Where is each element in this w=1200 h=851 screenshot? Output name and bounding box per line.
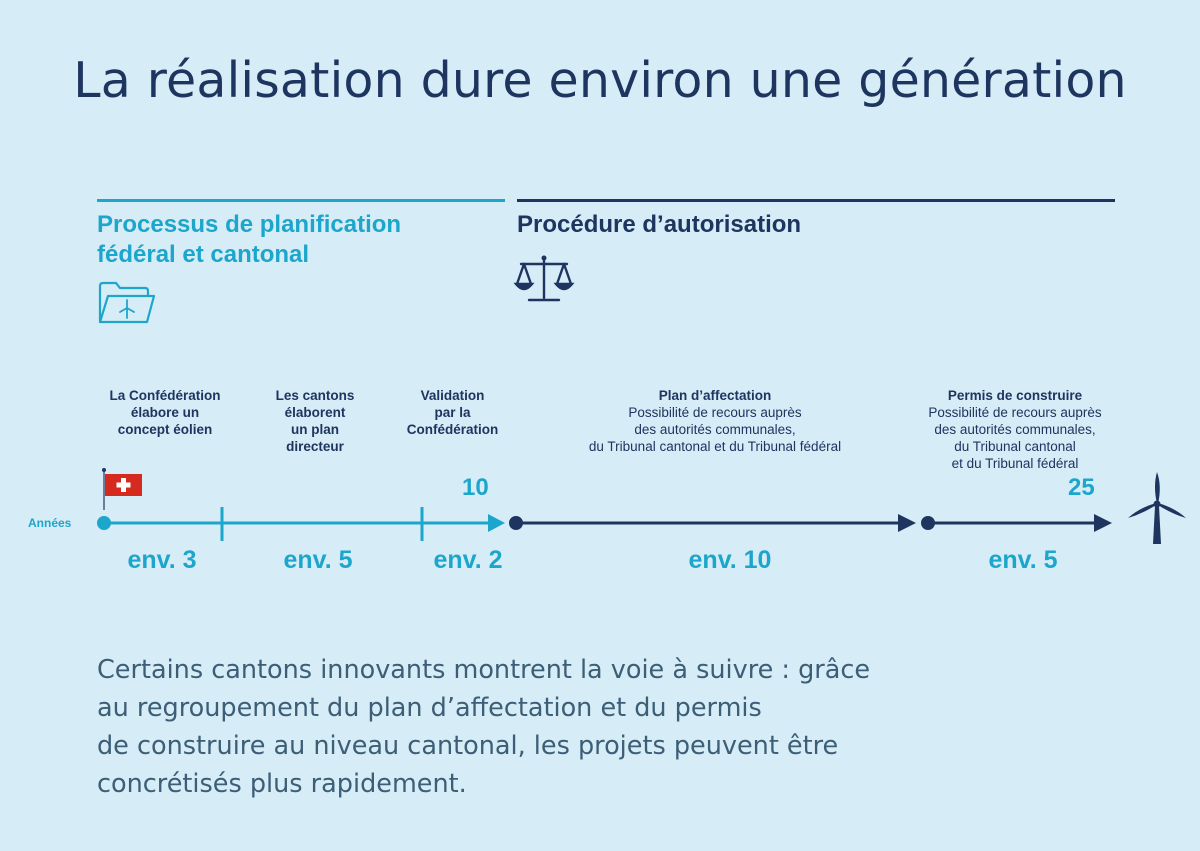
- step-heading: Plan d’affectation: [658, 388, 772, 403]
- step-permis-construire: Permis de construire Possibilité de reco…: [890, 387, 1140, 472]
- step-line: Les cantons: [275, 388, 355, 403]
- step-line: Possibilité de recours auprès: [928, 405, 1102, 420]
- step-line: La Confédération: [109, 388, 221, 403]
- footnote-text: Certains cantons innovants montrent la v…: [97, 651, 997, 803]
- step-line: Validation: [420, 388, 485, 403]
- footnote-line: au regroupement du plan d’affectation et…: [97, 693, 762, 723]
- duration-permis-construire: env. 5: [988, 546, 1058, 574]
- step-line: du Tribunal cantonal: [954, 439, 1076, 454]
- step-line: des autorités communales,: [634, 422, 796, 437]
- footnote-line: concrétisés plus rapidement.: [97, 769, 467, 799]
- duration-concept: env. 3: [127, 546, 197, 574]
- folder-wind-turbine-icon: [98, 281, 156, 324]
- step-line: directeur: [286, 439, 344, 454]
- step-line: élaborent: [284, 405, 346, 420]
- scales-icon: [513, 255, 575, 302]
- affectation-arrowhead: [898, 514, 916, 532]
- step-line: concept éolien: [117, 422, 213, 437]
- step-heading: Permis de construire: [947, 388, 1083, 403]
- planning-title-line2: fédéral et cantonal: [97, 241, 310, 268]
- step-validation: Validation par la Confédération: [390, 387, 515, 438]
- planning-title-line1: Processus de planification: [97, 211, 402, 238]
- permis-arrowhead: [1094, 514, 1112, 532]
- step-line: un plan: [291, 422, 339, 437]
- timeline-start-dot: [97, 516, 111, 530]
- timeline: [97, 507, 1112, 541]
- duration-plan-directeur: env. 5: [283, 546, 353, 574]
- step-concept-eolien: La Confédération élabore un concept éoli…: [90, 387, 240, 438]
- step-line: Possibilité de recours auprès: [628, 405, 802, 420]
- step-line: des autorités communales,: [934, 422, 1096, 437]
- planning-phase-title: Processus de planification fédéral et ca…: [97, 210, 497, 270]
- step-plan-affectation: Plan d’affectation Possibilité de recour…: [540, 387, 890, 455]
- planning-rule: [97, 199, 505, 202]
- step-line: élabore un: [130, 405, 200, 420]
- milestone-25-years: 25: [1068, 474, 1095, 501]
- footnote-line: de construire au niveau cantonal, les pr…: [97, 731, 839, 761]
- axis-label-annees: Années: [28, 516, 72, 530]
- duration-plan-affectation: env. 10: [688, 546, 772, 574]
- authorization-phase-title: Procédure d’autorisation: [517, 211, 802, 238]
- step-line: Confédération: [406, 422, 499, 437]
- step-plan-directeur: Les cantons élaborent un plan directeur: [250, 387, 380, 455]
- step-line: par la: [434, 405, 471, 420]
- page-title: La réalisation dure environ une générati…: [73, 52, 1127, 109]
- planning-arrowhead: [488, 514, 505, 532]
- footnote-line: Certains cantons innovants montrent la v…: [97, 655, 871, 685]
- step-line: et du Tribunal fédéral: [951, 456, 1079, 471]
- authorization-rule: [517, 199, 1115, 202]
- duration-validation: env. 2: [433, 546, 503, 574]
- milestone-10-years: 10: [462, 474, 489, 501]
- wind-turbine-icon: [1128, 472, 1186, 544]
- step-line: du Tribunal cantonal et du Tribunal fédé…: [588, 439, 842, 454]
- swiss-flag-icon: [102, 468, 142, 510]
